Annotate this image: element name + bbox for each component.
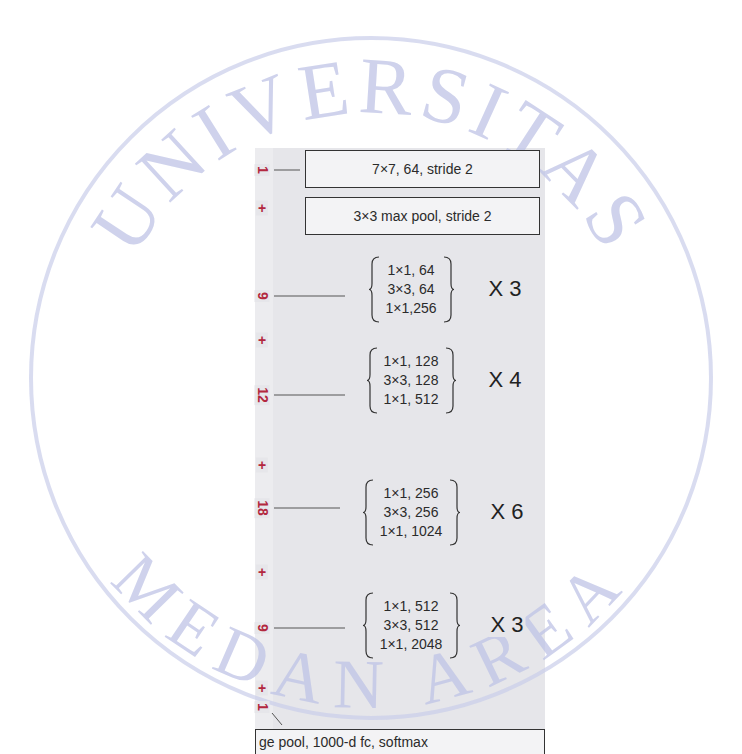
output-layer-box: ge pool, 1000-d fc, softmax: [255, 729, 545, 754]
watermark-text: UNIVERSITAS: [74, 41, 669, 267]
leader-lines: [272, 170, 345, 725]
repeat-count: X 4: [486, 368, 523, 392]
leader-line: [274, 170, 300, 171]
brace-stroke: [446, 348, 456, 413]
layer-count: 9: [255, 290, 270, 302]
bottleneck-block: 1×1, 2563×3, 2561×1, 1024: [362, 479, 461, 546]
layer-count: 1: [255, 701, 270, 713]
layer-spec: 3×3, 256: [384, 503, 439, 522]
brace-stroke: [450, 480, 460, 545]
plus-sign: +: [256, 201, 268, 216]
repeat-count: X 6: [488, 500, 525, 524]
plus-sign: +: [256, 458, 268, 473]
layer-count: 12: [255, 385, 270, 405]
bottleneck-block: 1×1, 1283×3, 1281×1, 512: [366, 347, 457, 414]
layer-spec: 1×1, 512: [384, 390, 439, 409]
pool-layer-box: 3×3 max pool, stride 2: [305, 197, 540, 235]
plus-sign: +: [256, 681, 268, 696]
layer-count: 18: [255, 498, 270, 518]
brace-stroke: [363, 593, 373, 658]
layer-spec: 1×1, 512: [384, 597, 439, 616]
repeat-count: X 3: [488, 613, 525, 637]
layer-count: 1: [255, 164, 270, 176]
plus-sign: +: [256, 565, 268, 580]
leader-line: [274, 508, 340, 509]
layer-spec: 3×3, 128: [384, 371, 439, 390]
plus-sign: +: [256, 333, 268, 348]
brace-stroke: [363, 480, 373, 545]
layer-spec: 1×1, 256: [384, 484, 439, 503]
layer-spec: 1×1, 1024: [380, 522, 443, 541]
brace-stroke: [369, 257, 379, 322]
leader-line: [274, 628, 345, 629]
conv-layer-box: 7×7, 64, stride 2: [305, 150, 540, 188]
layer-spec: 1×1, 64: [387, 261, 434, 280]
leader-line: [274, 395, 345, 396]
bottleneck-block: 1×1, 643×3, 641×1,256: [368, 256, 455, 323]
leader-line: [272, 713, 282, 725]
layer-spec: ge pool, 1000-d fc, softmax: [259, 733, 428, 752]
layer-spec: 1×1, 2048: [380, 635, 443, 654]
layer-spec: 3×3, 64: [387, 280, 434, 299]
layer-count: 9: [255, 622, 270, 634]
watermark-text-group: UNIVERSITAS MEDAN AREA: [74, 41, 669, 724]
bottleneck-block: 1×1, 5123×3, 5121×1, 2048: [362, 592, 461, 659]
layer-spec: 3×3 max pool, stride 2: [353, 207, 491, 226]
brace-stroke: [444, 257, 454, 322]
layer-spec: 7×7, 64, stride 2: [372, 160, 473, 179]
leader-line: [274, 296, 345, 297]
layer-spec: 1×1, 128: [384, 352, 439, 371]
brace-stroke: [367, 348, 377, 413]
watermark-text: MEDAN AREA: [98, 538, 644, 723]
repeat-count: X 3: [486, 277, 523, 301]
layer-spec: 3×3, 512: [384, 616, 439, 635]
brace-stroke: [450, 593, 460, 658]
layer-spec: 1×1,256: [386, 299, 437, 318]
